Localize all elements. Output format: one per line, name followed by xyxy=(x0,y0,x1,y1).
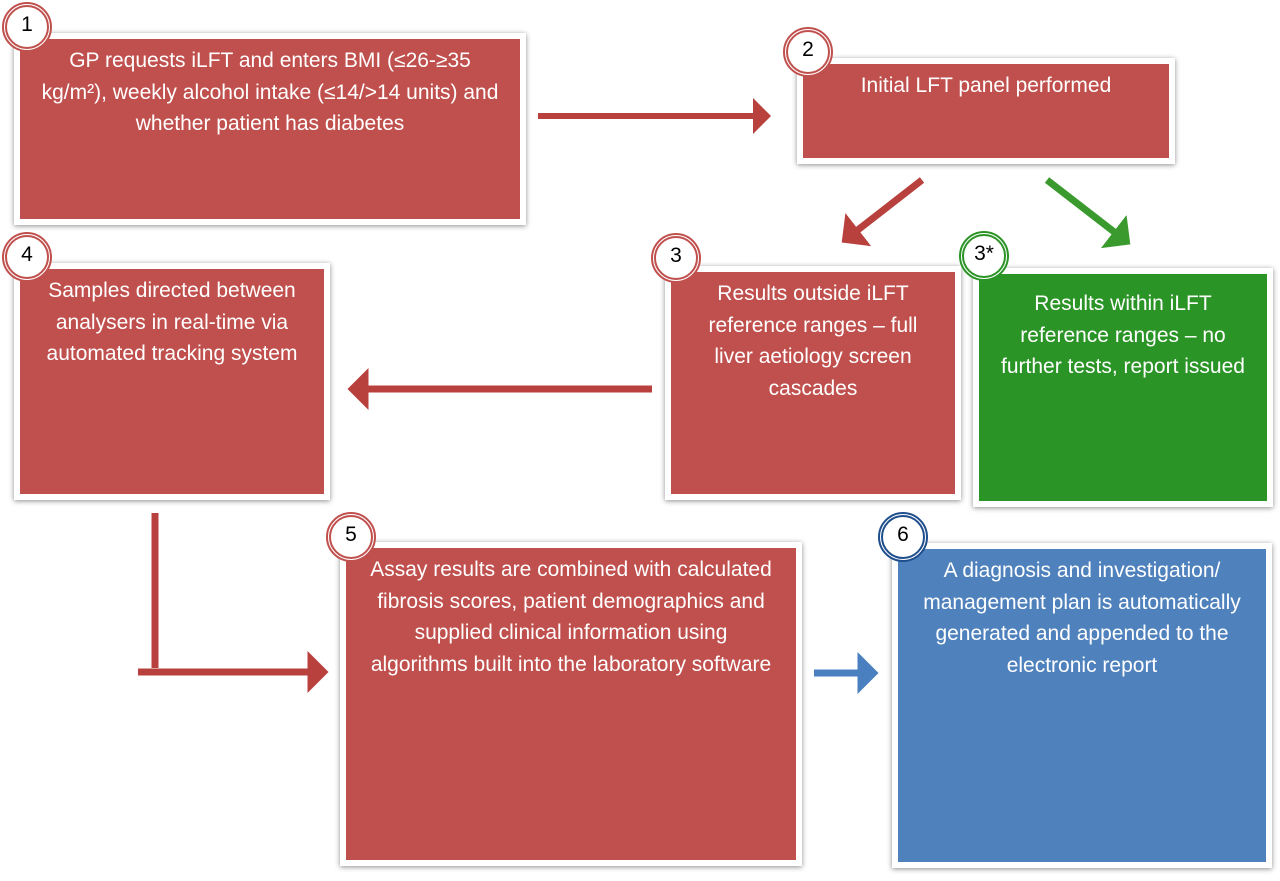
step-2-box: Initial LFT panel performed xyxy=(797,58,1175,164)
step-2-text: Initial LFT panel performed xyxy=(860,74,1112,97)
step-4-box: Samples directed between analysers in re… xyxy=(14,263,330,500)
step-3-badge: 3 xyxy=(651,233,701,283)
step-6-badge: 6 xyxy=(878,512,928,562)
step-5-box: Assay results are combined with calculat… xyxy=(340,542,802,866)
step-3star-box: Results within iLFT reference ranges – n… xyxy=(973,268,1273,507)
step-3star-text: Results within iLFT reference ranges – n… xyxy=(1001,292,1245,378)
step-2-badge: 2 xyxy=(783,27,833,77)
step-3star-badge: 3* xyxy=(959,231,1009,281)
step-3-box: Results outside iLFT reference ranges – … xyxy=(665,266,961,500)
arrow-2-to-3star xyxy=(1044,177,1131,249)
step-4-text: Samples directed between analysers in re… xyxy=(46,279,298,365)
step-6-text: A diagnosis and investigation/ managemen… xyxy=(923,559,1241,677)
step-1-text: GP requests iLFT and enters BMI (≤26-≥35… xyxy=(41,49,499,135)
step-1-box: GP requests iLFT and enters BMI (≤26-≥35… xyxy=(14,33,526,225)
step-5-text: Assay results are combined with calculat… xyxy=(370,558,772,676)
step-1-badge: 1 xyxy=(2,2,52,52)
step-6-box: A diagnosis and investigation/ managemen… xyxy=(892,543,1272,868)
step-4-badge: 4 xyxy=(2,232,52,282)
step-3-text: Results outside iLFT reference ranges – … xyxy=(708,282,918,400)
step-5-badge: 5 xyxy=(326,512,376,562)
arrow-2-to-3 xyxy=(841,177,925,247)
